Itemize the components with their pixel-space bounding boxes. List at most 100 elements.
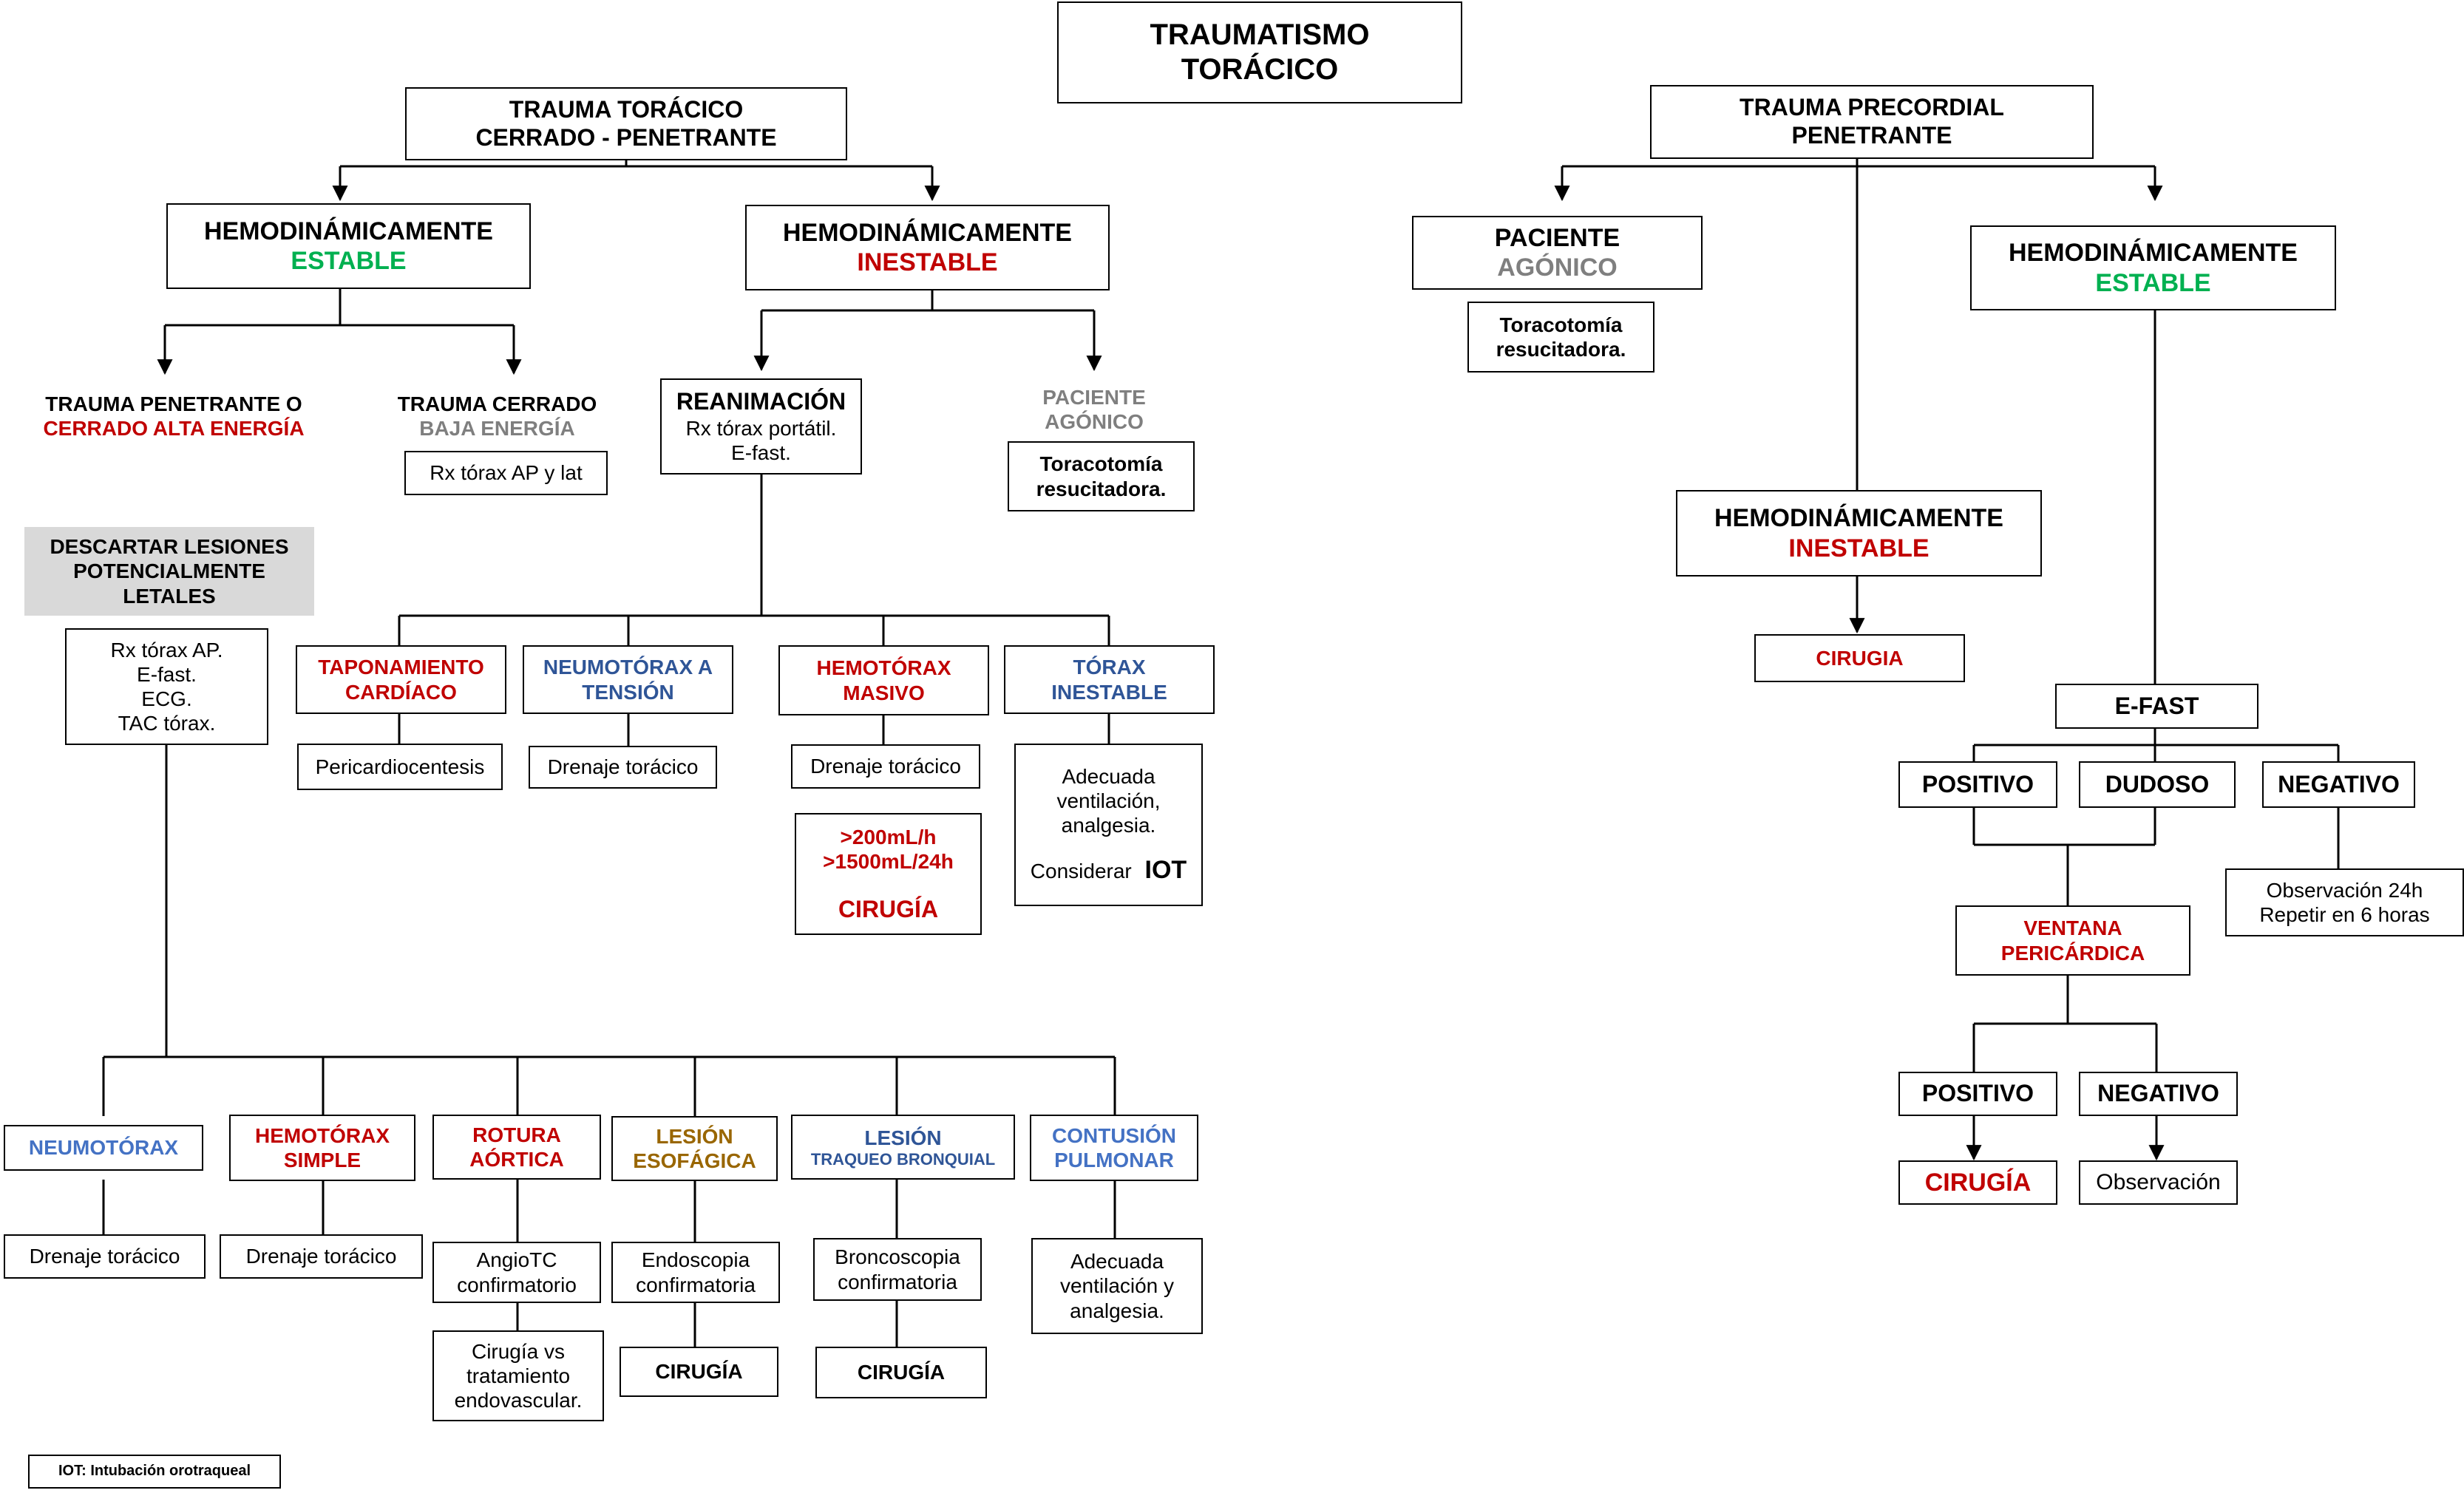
thoracotomy-box: Toracotomía resucitadora. [1467,302,1654,373]
lesion-label: TÓRAX [1073,656,1146,679]
closed-exam-box: Rx tórax AP y lat [404,451,608,495]
footnote-box: IOT: Intubación orotraqueal [28,1455,281,1489]
status-label-unstable: INESTABLE [1788,534,1930,562]
resuscitation-box: REANIMACIÓN Rx tórax portátil. E-fast. [660,378,862,475]
pericardial-window-node: VENTANA PERICÁRDICA [1955,905,2190,976]
window-positive-node: POSITIVO [1898,1072,2057,1116]
agonic-patient-node: PACIENTE AGÓNICO [1412,216,1703,290]
action-label: confirmatorio [457,1273,577,1296]
esophageal-lesion-node: LESIÓN ESOFÁGICA [611,1116,778,1181]
massive-criteria-box: >200mL/h >1500mL/24h CIRUGÍA [795,813,982,935]
chest-drain-box: Drenaje torácico [220,1234,423,1279]
criteria-item: >200mL/h [840,825,937,848]
node-label: PACIENTE [1494,223,1620,252]
lesion-label: HEMOTÓRAX [816,656,951,680]
node-label: CERRADO ALTA ENERGÍA [43,417,305,440]
ventilation-analgesia-box: Adecuada ventilación, analgesia. Conside… [1014,744,1203,906]
action-label: Pericardiocentesis [315,755,485,778]
action-label: CIRUGIA [1816,646,1904,670]
iot-label: IOT [1144,856,1187,885]
action-label: Broncoscopia [835,1245,960,1269]
node-label: DUDOSO [2105,770,2210,797]
action-label: CIRUGÍA [1924,1168,2032,1197]
action-label: Drenaje torácico [245,1245,397,1268]
action-label: CIRUGÍA [857,1361,946,1384]
node-label: NEGATIVO [2097,1080,2219,1107]
exam-label: Rx tórax AP y lat [430,461,583,485]
lesion-label: ESOFÁGICA [633,1149,756,1172]
node-label: TRAUMA TORÁCICO [509,95,744,123]
observation-box: Observación [2079,1160,2238,1205]
action-label: AngioTC [476,1248,557,1272]
resuscitation-item: E-fast. [731,441,791,464]
cardiac-tamponade-node: TAPONAMIENTO CARDÍACO [296,645,506,714]
node-label: HEMODINÁMICAMENTE [204,217,493,245]
efast-node: E-FAST [2055,684,2258,729]
positive-node: POSITIVO [1898,761,2057,808]
lesion-label: CARDÍACO [345,680,457,704]
action-label: ventilación, [1056,789,1161,813]
action-label: Observación 24h [2266,878,2423,902]
node-label: BAJA ENERGÍA [419,417,575,440]
lesion-label: TAPONAMIENTO [318,656,484,679]
blunt-penetrating-trauma-node: TRAUMA TORÁCICO CERRADO - PENETRANTE [405,87,847,160]
surgery-box: CIRUGÍA [1898,1160,2057,1205]
action-label: Adecuada [1070,1250,1164,1273]
action-label: Drenaje torácico [810,755,961,778]
status-label-unstable: INESTABLE [857,248,998,276]
action-label: Toracotomía [1039,452,1163,476]
node-label: VENTANA [2023,916,2122,940]
node-label: DESCARTAR LESIONES [50,535,289,559]
action-label: tratamiento [466,1364,571,1387]
lesion-label: ROTURA [472,1123,561,1146]
pulmonary-contusion-node: CONTUSIÓN PULMONAR [1030,1115,1198,1181]
tension-pneumothorax-node: NEUMOTÓRAX A TENSIÓN [523,645,733,714]
ventilation-analgesia-box: Adecuada ventilación y analgesia. [1031,1238,1203,1334]
endoscopy-box: Endoscopia confirmatoria [611,1242,780,1303]
status-label-stable: ESTABLE [291,247,407,275]
diagram-title: TRAUMATISMO TORÁCICO [1057,1,1462,103]
doubtful-node: DUDOSO [2079,761,2236,808]
node-label: TRAUMA PENETRANTE O [45,392,302,415]
lesion-label: NEUMOTÓRAX A [543,656,713,679]
action-label: Repetir en 6 horas [2259,903,2430,926]
action-label: Observación [2096,1170,2221,1195]
node-label: POSITIVO [1921,1080,2034,1107]
action-label: confirmatoria [636,1273,756,1296]
action-label: Toracotomía [1499,313,1623,336]
workup-box: Rx tórax AP. E-fast. ECG. TAC tórax. [65,628,268,745]
node-label: TRAUMA CERRADO [397,392,597,415]
simple-hemothorax-node: HEMOTÓRAX SIMPLE [229,1115,415,1181]
node-label: CERRADO - PENETRANTE [475,123,777,151]
unstable-node: HEMODINÁMICAMENTE INESTABLE [1676,490,2042,577]
action-label: ventilación y [1059,1274,1175,1298]
node-label: REANIMACIÓN [676,388,846,415]
bronchoscopy-box: Broncoscopia confirmatoria [813,1238,982,1301]
action-label: Endoscopia [641,1248,750,1272]
pneumothorax-node: NEUMOTÓRAX [4,1125,203,1171]
negative-node: NEGATIVO [2262,761,2415,808]
massive-hemothorax-node: HEMOTÓRAX MASIVO [778,645,989,715]
node-label: AGÓNICO [1045,410,1144,433]
node-label: AGÓNICO [1497,254,1618,282]
action-label: Adecuada [1062,765,1155,789]
node-label: HEMODINÁMICAMENTE [2009,239,2298,268]
aortic-rupture-node: ROTURA AÓRTICA [432,1115,601,1180]
stable-node: HEMODINÁMICAMENTE ESTABLE [1970,225,2336,310]
tracheobronchial-lesion-node: LESIÓN TRAQUEO BRONQUIAL [791,1115,1015,1180]
node-label: HEMODINÁMICAMENTE [1714,504,2003,533]
lesion-label: INESTABLE [1051,680,1167,704]
node-label: POSITIVO [1921,770,2034,797]
precordial-trauma-node: TRAUMA PRECORDIAL PENETRANTE [1650,85,2094,159]
resuscitation-item: Rx tórax portátil. [685,416,837,440]
surgery-box: CIRUGÍA [620,1347,778,1397]
criteria-item: >1500mL/24h [823,849,954,873]
workup-item: ECG. [141,687,192,710]
surgery-label: CIRUGÍA [838,895,939,922]
lesion-label: PULMONAR [1054,1149,1174,1171]
status-label-stable: ESTABLE [2095,268,2211,297]
action-label: resucitadora. [1036,477,1167,500]
action-label: Drenaje torácico [29,1245,180,1268]
stable-node: HEMODINÁMICAMENTE ESTABLE [166,203,531,289]
node-label: HEMODINÁMICAMENTE [783,218,1072,247]
